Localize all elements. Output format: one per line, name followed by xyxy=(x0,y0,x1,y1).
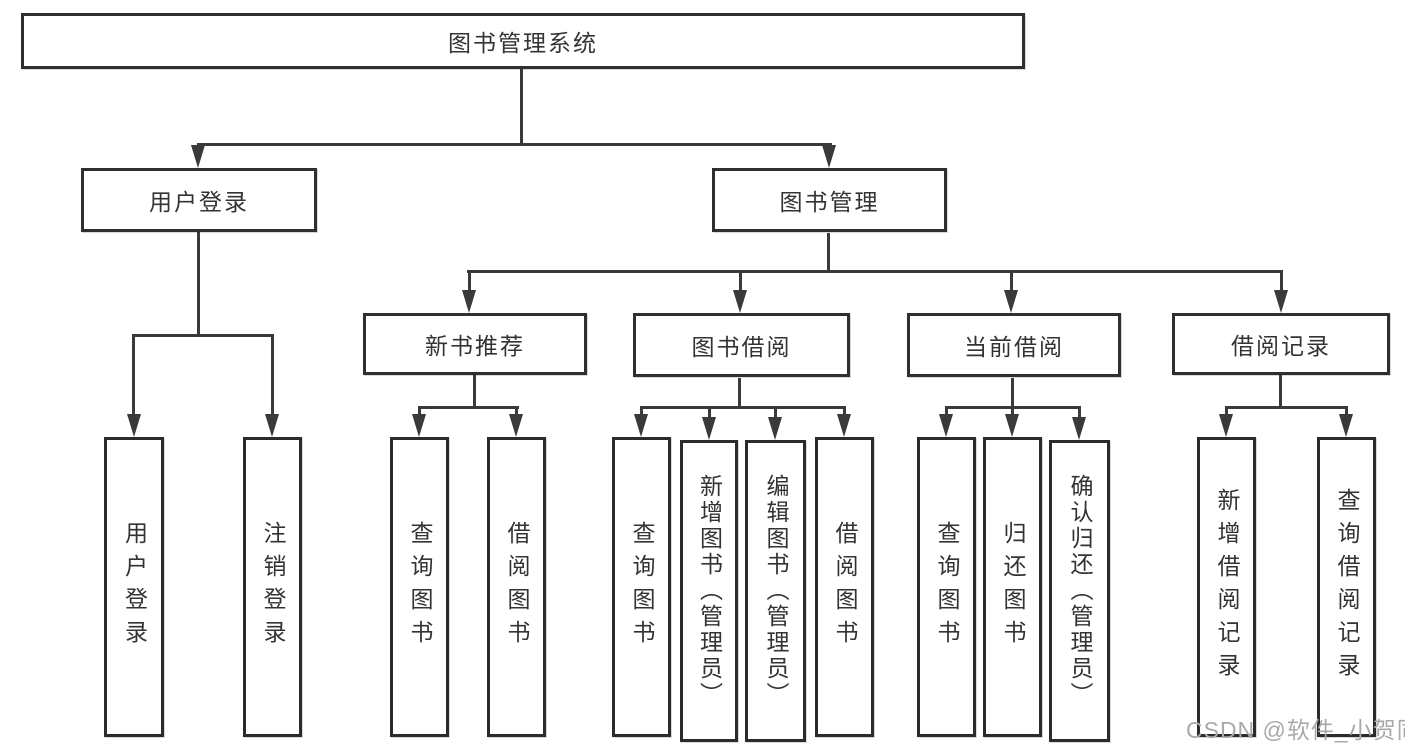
connector-current-drop xyxy=(1011,378,1014,409)
arrow-down-icon xyxy=(127,414,141,437)
arrow-down-icon xyxy=(634,414,648,437)
arrow-down-icon xyxy=(939,414,953,437)
connector-borrow-stub xyxy=(708,406,711,419)
leaf-label: 借阅图书 xyxy=(504,521,530,653)
connector-records-drop xyxy=(1279,375,1282,409)
node-borrow-records-label: 借阅记录 xyxy=(1231,333,1331,359)
leaf-label: 注销登录 xyxy=(260,521,286,653)
leaf-label: 查询借阅记录 xyxy=(1334,488,1360,686)
connector-newbook-drop xyxy=(473,375,476,409)
node-book-mgmt: 图书管理 xyxy=(712,168,947,232)
leaf-borrow-add-admin: 新增图书（管理员） xyxy=(680,440,738,742)
connector-borrow-stub xyxy=(640,406,643,416)
leaf-label: 查询图书 xyxy=(407,521,433,653)
node-borrow-records: 借阅记录 xyxy=(1172,313,1390,375)
node-book-borrow: 图书借阅 xyxy=(633,313,850,377)
connector-l2-rail xyxy=(197,143,832,146)
leaf-label: 新增图书（管理员） xyxy=(696,474,723,708)
connector-borrow-drop xyxy=(738,378,741,409)
connector-mgmt-drop xyxy=(827,233,830,272)
leaf-records-add: 新增借阅记录 xyxy=(1197,437,1256,737)
connector-borrow-rail xyxy=(640,406,846,409)
arrow-down-icon xyxy=(1005,414,1019,437)
leaf-borrow-borrow: 借阅图书 xyxy=(815,437,874,737)
connector-records-rail xyxy=(1225,406,1348,409)
connector-newbook-stub xyxy=(418,406,421,416)
node-new-book: 新书推荐 xyxy=(363,313,587,375)
node-user-login-label: 用户登录 xyxy=(149,189,249,215)
connector-l3-stub xyxy=(1010,270,1013,292)
node-current-borrow-label: 当前借阅 xyxy=(964,334,1064,360)
node-book-mgmt-label: 图书管理 xyxy=(779,189,880,215)
connector-l3-stub xyxy=(468,270,471,292)
connector-user-rail xyxy=(132,334,274,337)
node-new-book-label: 新书推荐 xyxy=(425,333,525,359)
connector-l3-rail xyxy=(467,270,1283,273)
leaf-newbook-query: 查询图书 xyxy=(390,437,449,737)
arrow-down-icon xyxy=(509,414,523,437)
connector-root-drop xyxy=(520,69,523,146)
arrow-down-icon xyxy=(837,414,851,437)
leaf-borrow-query: 查询图书 xyxy=(612,437,671,737)
connector-user-stub xyxy=(271,334,274,415)
arrow-down-icon xyxy=(1274,290,1288,313)
arrow-down-icon xyxy=(733,290,747,313)
node-root-label: 图书管理系统 xyxy=(448,30,598,56)
arrow-down-icon xyxy=(191,145,205,168)
arrow-down-icon xyxy=(1219,414,1233,437)
connector-records-stub xyxy=(1345,406,1348,416)
leaf-borrow-edit-admin: 编辑图书（管理员） xyxy=(745,440,806,742)
leaf-current-return: 归还图书 xyxy=(983,437,1042,737)
leaf-label: 查询图书 xyxy=(934,521,960,653)
arrow-down-icon xyxy=(822,145,836,168)
connector-l3-stub xyxy=(1280,270,1283,292)
leaf-newbook-borrow: 借阅图书 xyxy=(487,437,546,737)
connector-borrow-stub xyxy=(774,406,777,419)
csdn-watermark: CSDN @软件_小贺同学 xyxy=(1186,717,1405,743)
leaf-records-query: 查询借阅记录 xyxy=(1317,437,1376,737)
arrow-down-icon xyxy=(462,290,476,313)
connector-user-drop xyxy=(197,232,200,336)
leaf-label: 借阅图书 xyxy=(832,521,858,653)
arrow-down-icon xyxy=(1004,290,1018,313)
leaf-label: 用户登录 xyxy=(121,521,148,653)
connector-current-stub xyxy=(945,406,948,416)
connector-current-stub xyxy=(1011,406,1014,416)
node-root-system: 图书管理系统 xyxy=(21,13,1025,69)
connector-newbook-rail xyxy=(418,406,519,409)
arrow-down-icon xyxy=(265,414,279,437)
arrow-down-icon xyxy=(1339,414,1353,437)
leaf-current-confirm-admin: 确认归还（管理员） xyxy=(1049,440,1110,742)
leaf-current-query: 查询图书 xyxy=(917,437,976,737)
leaf-label: 归还图书 xyxy=(1000,521,1026,653)
connector-records-stub xyxy=(1225,406,1228,416)
connector-user-stub xyxy=(132,334,135,415)
arrow-down-icon xyxy=(702,417,716,440)
connector-current-stub xyxy=(1078,406,1081,419)
node-current-borrow: 当前借阅 xyxy=(907,313,1121,377)
leaf-label: 查询图书 xyxy=(629,521,655,653)
arrow-down-icon xyxy=(1072,417,1086,440)
node-book-borrow-label: 图书借阅 xyxy=(691,334,792,360)
leaf-label: 新增借阅记录 xyxy=(1214,488,1240,686)
connector-l3-stub xyxy=(739,270,742,292)
arrow-down-icon xyxy=(412,414,426,437)
leaf-user-login: 用户登录 xyxy=(104,437,164,737)
arrow-down-icon xyxy=(768,417,782,440)
leaf-label: 确认归还（管理员） xyxy=(1067,474,1093,708)
connector-borrow-stub xyxy=(843,406,846,416)
node-user-login: 用户登录 xyxy=(81,168,317,232)
leaf-label: 编辑图书（管理员） xyxy=(763,474,789,708)
leaf-user-logout: 注销登录 xyxy=(243,437,302,737)
connector-newbook-stub xyxy=(515,406,518,416)
